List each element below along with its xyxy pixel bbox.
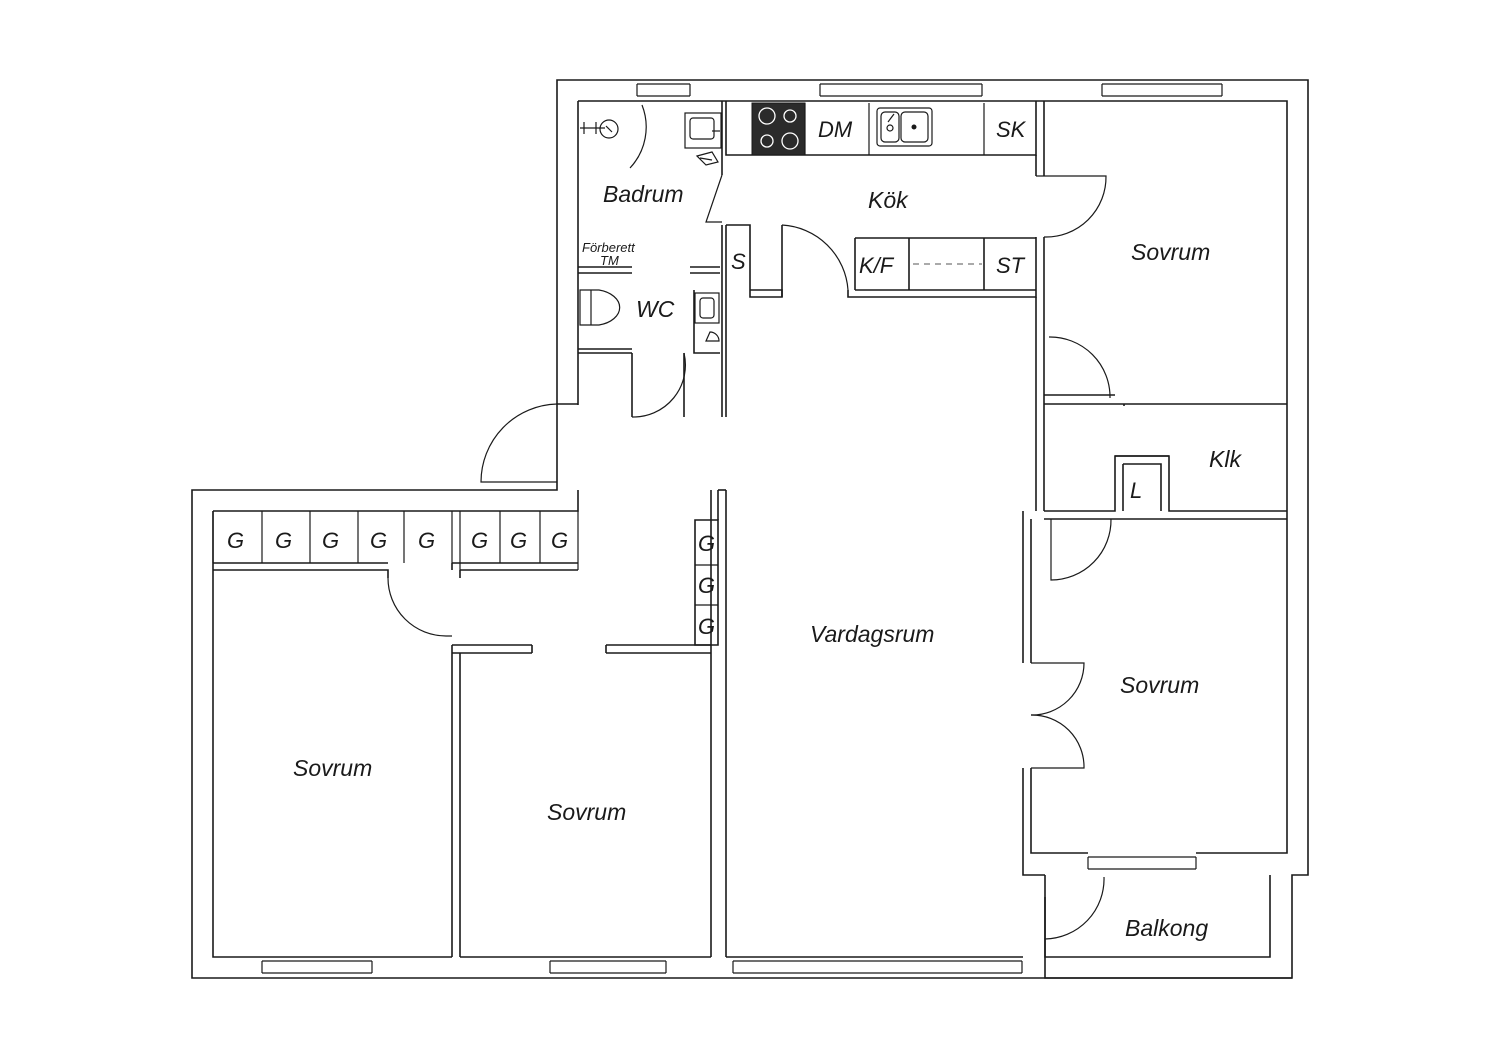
wardrobe-row-1 xyxy=(212,511,453,563)
room-label-sovrum-e: Sovrum xyxy=(1120,672,1199,698)
room-label-sovrum-sw: Sovrum xyxy=(293,755,372,781)
stove-icon xyxy=(751,102,806,156)
counter-dividers xyxy=(804,103,985,155)
room-label-vardagsrum: Vardagsrum xyxy=(810,621,934,647)
shower-icon xyxy=(580,119,619,139)
fixture-label-st: ST xyxy=(996,253,1026,278)
room-label-kok: Kök xyxy=(868,187,909,213)
wardrobe-label: G xyxy=(275,528,292,553)
door-swings xyxy=(387,104,1112,940)
room-label-balkong: Balkong xyxy=(1125,915,1208,941)
interior-walls xyxy=(213,101,1287,957)
wardrobe-label: G xyxy=(698,614,715,639)
wardrobe-label: G xyxy=(322,528,339,553)
room-label-badrum: Badrum xyxy=(603,181,684,207)
wardrobe-label: G xyxy=(227,528,244,553)
wc-sink-icon xyxy=(694,292,720,342)
fixture-label-l: L xyxy=(1130,478,1142,503)
wardrobe-col xyxy=(695,564,718,606)
toilet-icon xyxy=(579,289,621,326)
fixture-label-dm: DM xyxy=(818,117,853,142)
label-forberett: Förberett xyxy=(582,240,636,255)
label-tm: TM xyxy=(600,253,619,268)
wardrobe-row-2 xyxy=(459,511,579,570)
room-label-sovrum-ne: Sovrum xyxy=(1131,239,1210,265)
wardrobe-label: G xyxy=(698,531,715,556)
room-label-wc: WC xyxy=(636,296,675,322)
fixture-label-kf: K/F xyxy=(859,253,895,278)
fixture-label-sk: SK xyxy=(996,117,1027,142)
wardrobe-label: G xyxy=(471,528,488,553)
wardrobe-label: G xyxy=(418,528,435,553)
fixture-label-s: S xyxy=(731,249,746,274)
sink-icon xyxy=(876,107,933,147)
wardrobe-label: G xyxy=(551,528,568,553)
wardrobe-label: G xyxy=(370,528,387,553)
wardrobe-label: G xyxy=(510,528,527,553)
outer-walls xyxy=(191,79,1309,979)
windows xyxy=(261,83,1223,974)
wardrobe-label: G xyxy=(698,573,715,598)
bath-sink-icon xyxy=(684,112,722,149)
washer-icon xyxy=(695,151,719,166)
room-label-klk: Klk xyxy=(1209,446,1242,472)
room-label-sovrum-s: Sovrum xyxy=(547,799,626,825)
